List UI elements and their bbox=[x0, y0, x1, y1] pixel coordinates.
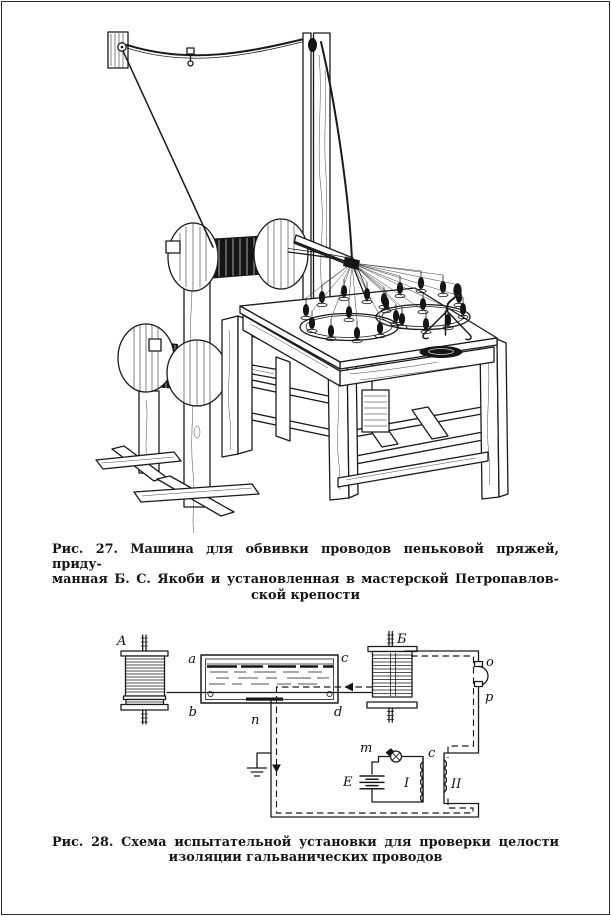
caption-line: ской крепости bbox=[251, 587, 360, 603]
cross-foot-right bbox=[133, 475, 260, 517]
workbench-table bbox=[221, 287, 509, 501]
label-trough-b: b bbox=[189, 705, 197, 720]
small-cable-spool bbox=[117, 323, 228, 407]
label-spool-a: A bbox=[116, 634, 126, 649]
caption-line: манная Б. С. Якоби и установленная в мас… bbox=[52, 572, 559, 588]
suspended-cable bbox=[126, 37, 307, 67]
schematic-labels: A Б a b c d n o p m E I c II bbox=[116, 632, 494, 792]
figure-28-schematic: A Б a b c d n o p m E I c II bbox=[116, 630, 494, 818]
caption-line: Рис. 27. Машина для обвивки проводов пен… bbox=[52, 542, 559, 573]
trough bbox=[200, 654, 339, 704]
spool-b bbox=[366, 630, 418, 723]
feed-cable bbox=[122, 50, 214, 248]
current-arrow-left bbox=[344, 682, 353, 692]
yarn-threads bbox=[305, 262, 464, 322]
right-post bbox=[302, 32, 331, 306]
current-arrow-down bbox=[272, 764, 281, 773]
induction-coils bbox=[419, 756, 448, 803]
receiver bbox=[473, 660, 489, 688]
label-electrode-n: n bbox=[251, 713, 259, 728]
battery-circuit bbox=[359, 748, 424, 803]
label-spool-b: Б bbox=[396, 632, 407, 647]
label-trough-c: c bbox=[341, 651, 349, 666]
label-receiver-p: p bbox=[485, 690, 494, 705]
spool-a bbox=[120, 634, 169, 725]
label-trough-a: a bbox=[188, 652, 196, 667]
electrode-plate bbox=[246, 697, 283, 701]
label-coil-c: c bbox=[428, 746, 436, 761]
circuit-solid-lines bbox=[246, 650, 480, 818]
label-secondary-coil: II bbox=[450, 777, 462, 792]
label-interrupter-m: m bbox=[360, 741, 372, 756]
figure-27-caption: Рис. 27. Машина для обвивки проводов пен… bbox=[52, 542, 559, 603]
big-cable-spool bbox=[165, 218, 309, 292]
caption-line: Рис. 28. Схема испытательной установки д… bbox=[52, 835, 559, 850]
circuit-dashed-lines bbox=[272, 655, 475, 814]
label-battery-e: E bbox=[342, 775, 353, 790]
figure-28-caption: Рис. 28. Схема испытательной установки д… bbox=[52, 835, 559, 865]
wrapping-cables bbox=[287, 41, 371, 302]
label-trough-d: d bbox=[334, 705, 342, 720]
label-primary-coil: I bbox=[403, 776, 410, 791]
label-receiver-o: o bbox=[486, 655, 494, 670]
figure-27-engraving bbox=[95, 31, 509, 534]
caption-line: изоляции гальванических проводов bbox=[168, 850, 443, 866]
wall-bracket bbox=[107, 31, 129, 69]
dish bbox=[419, 346, 463, 358]
